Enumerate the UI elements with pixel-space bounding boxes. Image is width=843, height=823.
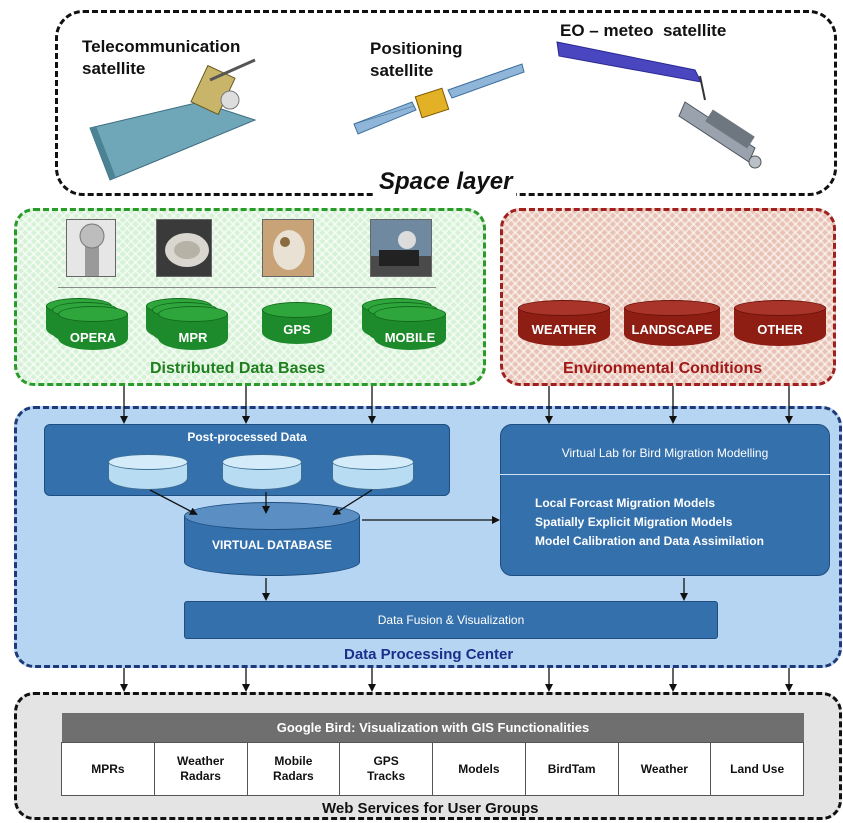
service-models: Models (432, 742, 526, 796)
telecommunication-satellite-label: Telecommunication satellite (82, 37, 241, 78)
arrow-ppdb3-vdb (332, 489, 373, 516)
mobile-radar-photo (370, 219, 432, 277)
db-other: OTHER (734, 300, 826, 346)
db-landscape: LANDSCAPE (624, 300, 720, 346)
service-birdtam: BirdTam (524, 742, 619, 796)
environmental-conditions-box (500, 208, 836, 386)
db-weather: WEATHER (518, 300, 610, 346)
db-gps: GPS (262, 302, 332, 344)
positioning-satellite-label: Positioning satellite (370, 39, 463, 80)
web-services-caption: Web Services for User Groups (322, 800, 539, 817)
db-landscape-label: LANDSCAPE (631, 322, 713, 337)
db-opera: OPERA (58, 306, 128, 350)
db-opera-label: OPERA (69, 330, 117, 345)
data-processing-center-caption: Data Processing Center (344, 646, 514, 663)
model-item-calibration: Model Calibration and Data Assimilation (535, 534, 764, 548)
service-weather-radars: Weather Radars (153, 742, 248, 796)
data-fusion-label: Data Fusion & Visualization (377, 613, 525, 627)
distributed-databases-caption: Distributed Data Bases (150, 360, 326, 377)
services-row: MPRs Weather Radars Mobile Radars GPS Tr… (61, 742, 804, 796)
service-mprs: MPRs (61, 742, 155, 796)
positioning-satellite-icon (353, 63, 525, 135)
space-layer-title: Space layer (375, 168, 517, 196)
data-fusion-panel (184, 601, 718, 639)
radar-tower-photo (66, 219, 116, 277)
post-processed-data-title: Post-processed Data (187, 430, 307, 444)
db-weather-label: WEATHER (531, 322, 597, 337)
model-item-local-forcast: Local Forcast Migration Models (535, 496, 716, 510)
eo-meteo-satellite-icon (556, 41, 762, 169)
service-gps-tracks: GPS Tracks (339, 742, 433, 796)
photo-divider (58, 287, 436, 288)
arrow-ppdb1-vdb (149, 489, 198, 515)
radar-dish-photo (156, 219, 212, 277)
db-mpr: MPR (158, 306, 228, 350)
service-mobile-radars: Mobile Radars (246, 742, 341, 796)
db-mpr-label: MPR (178, 330, 208, 345)
service-land-use: Land Use (710, 742, 804, 796)
virtual-lab-divider (500, 474, 830, 475)
virtual-database: VIRTUAL DATABASE (184, 502, 360, 576)
db-mobile: MOBILE (374, 306, 446, 350)
db-gps-label: GPS (283, 322, 311, 337)
bird-gps-photo (262, 219, 314, 277)
db-other-label: OTHER (757, 322, 803, 337)
virtual-lab-models: Local Forcast Migration Models Spatially… (535, 494, 764, 551)
model-item-spatially-explicit: Spatially Explicit Migration Models (535, 515, 733, 529)
environmental-conditions-caption: Environmental Conditions (563, 360, 763, 377)
google-bird-header: Google Bird: Visualization with GIS Func… (62, 713, 804, 742)
virtual-database-label: VIRTUAL DATABASE (212, 538, 332, 552)
eo-meteo-satellite-label: EO – meteo satellite (560, 21, 727, 40)
db-mobile-label: MOBILE (384, 330, 436, 345)
post-processed-db-3 (332, 454, 414, 490)
virtual-lab-panel (500, 424, 830, 576)
virtual-lab-title: Virtual Lab for Bird Migration Modelling (561, 446, 769, 460)
telecommunication-satellite-icon (89, 58, 257, 181)
post-processed-db-2 (222, 454, 302, 490)
post-processed-db-1 (108, 454, 188, 490)
